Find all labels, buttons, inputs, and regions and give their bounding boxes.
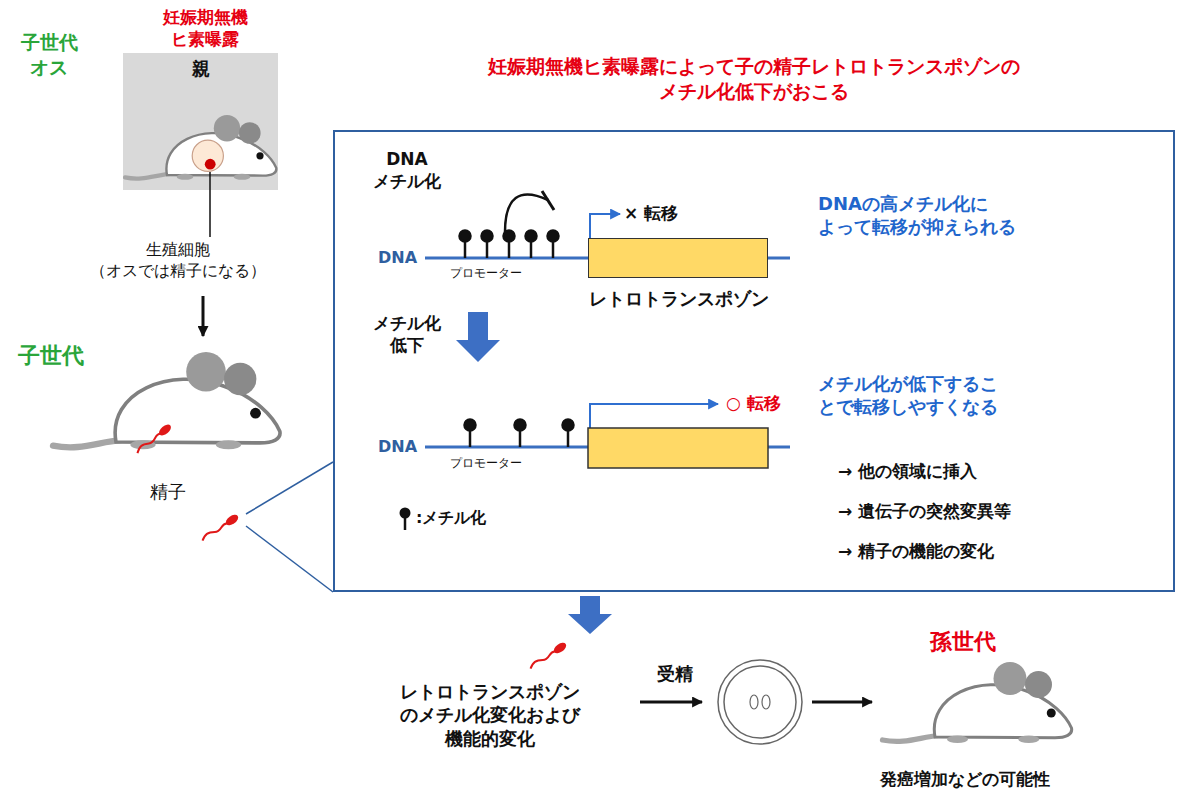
legend-item: :メチル化 <box>398 506 486 530</box>
label-anchor: メチル化が低下するこ とで転移しやすくなる <box>818 372 1054 419</box>
methylation-marks <box>460 231 559 259</box>
text-label: 受精 <box>642 662 708 685</box>
label-anchor: 子世代 <box>18 342 108 371</box>
sperm-icon <box>200 513 240 544</box>
flow-arrow <box>202 296 205 336</box>
text-label: 孫世代 <box>930 628 1040 657</box>
text-label: → 精子の機能の変化 <box>838 540 1138 562</box>
text-label: プロモーター <box>450 266 560 282</box>
text-label: 子世代 <box>18 342 108 371</box>
label-anchor: プロモーター <box>450 456 560 472</box>
label-anchor: → 他の領域に挿入 <box>838 460 1138 482</box>
label-anchor: メチル化 低下 <box>360 312 454 356</box>
label-anchor: DNA メチル化 <box>360 148 454 192</box>
embryo <box>192 140 223 171</box>
callout-line <box>246 462 333 514</box>
germ-cell-dot <box>205 159 216 170</box>
label-anchor: × 転移 <box>624 202 714 224</box>
label-anchor: ○ 転移 <box>726 392 816 414</box>
inhibition-bar <box>542 191 554 210</box>
label-anchor: → 精子の機能の変化 <box>838 540 1138 562</box>
label-anchor: プロモーター <box>450 266 560 282</box>
label-anchor: 生殖細胞 （オスでは精子になる） <box>78 240 278 282</box>
legend-swatch <box>398 506 412 530</box>
retrotransposon-box <box>588 428 768 468</box>
label-anchor: 発癌増加などの可能性 <box>880 768 1140 790</box>
text-label: メチル化 低下 <box>360 312 454 356</box>
flow-arrow <box>812 701 872 704</box>
node-label: 親 <box>123 53 278 80</box>
label-anchor: 精子 <box>150 480 220 503</box>
leader-line <box>209 172 211 237</box>
text-label: DNA <box>378 248 426 269</box>
label-anchor: レトロトランスポゾン のメチル化変化および 機能的変化 <box>376 680 604 750</box>
parent-box: 親 <box>123 53 278 190</box>
label-anchor: → 遺伝子の突然変異等 <box>838 500 1138 522</box>
text-label: 妊娠期無機 ヒ素曝露 <box>140 6 270 50</box>
sperm-icon <box>528 641 568 672</box>
text-label: DNA メチル化 <box>360 148 454 192</box>
label-anchor: DNA <box>378 248 426 269</box>
text-label: DNA <box>378 437 426 458</box>
legend-text: :メチル化 <box>416 508 486 529</box>
text-label: 精子 <box>150 480 220 503</box>
text-label: レトロトランスポゾン のメチル化変化および 機能的変化 <box>376 680 604 750</box>
node-label: レトロトランスポゾン <box>549 287 809 310</box>
text-label: 発癌増加などの可能性 <box>880 768 1140 790</box>
text-label: プロモーター <box>450 456 560 472</box>
methylation-marks <box>465 420 574 448</box>
text-label: 子世代 オス <box>12 30 86 79</box>
flow-arrow <box>640 701 702 704</box>
text-label: → 遺伝子の突然変異等 <box>838 500 1138 522</box>
mouse-grandchild <box>883 662 1072 743</box>
label-anchor: 妊娠期無機 ヒ素曝露 <box>140 6 270 50</box>
text-label: 生殖細胞 （オスでは精子になる） <box>78 240 278 282</box>
label-anchor: 受精 <box>642 662 708 685</box>
inhibition-arc <box>505 194 548 232</box>
sperm-in-body <box>135 422 173 456</box>
text-label: × 転移 <box>624 202 714 224</box>
fertilized-egg <box>718 660 802 744</box>
label-anchor: DNAの高メチル化に よって転移が抑えられる <box>818 192 1054 239</box>
block-arrow <box>568 596 612 634</box>
transcription-arrow <box>590 404 718 428</box>
label-anchor: DNA <box>378 437 426 458</box>
callout-line <box>246 526 333 592</box>
text-label: → 他の領域に挿入 <box>838 460 1138 482</box>
label-anchor: 孫世代 <box>930 628 1040 657</box>
transcription-arrow <box>590 214 620 238</box>
block-arrow <box>456 312 500 362</box>
text-label: ○ 転移 <box>726 392 816 414</box>
mouse-parent <box>125 115 276 180</box>
mouse-offspring <box>53 352 280 449</box>
text-label: メチル化が低下するこ とで転移しやすくなる <box>818 372 1054 419</box>
retrotransposon-box: レトロトランスポゾン <box>588 238 768 278</box>
text-label: DNAの高メチル化に よって転移が抑えられる <box>818 192 1054 239</box>
panel-heading: 妊娠期無機ヒ素曝露によって子の精子レトロトランスポゾンの メチル化低下がおこる <box>469 54 1039 103</box>
label-anchor: 子世代 オス <box>12 30 86 79</box>
